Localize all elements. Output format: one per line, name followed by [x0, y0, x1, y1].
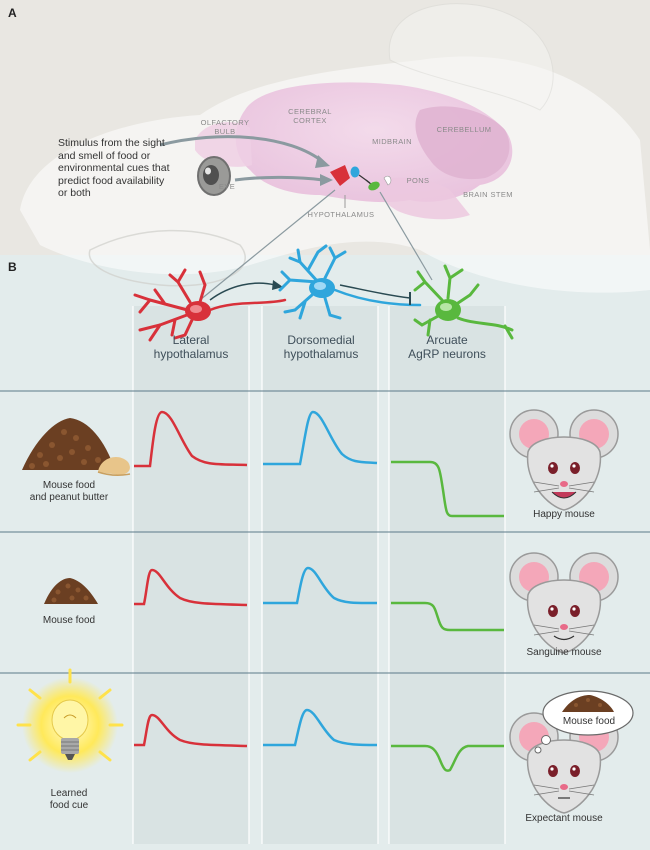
eye-graphic [197, 156, 231, 196]
row3-outcome-label: Expectant mouse [525, 813, 603, 824]
column-backgrounds [132, 306, 506, 844]
neuron-dorsomedial-hypothalamus [278, 244, 422, 320]
bubble-food-icon [562, 695, 614, 712]
neuron-lateral-hypothalamus [133, 268, 287, 342]
trace-dorsomedial-row1 [263, 410, 378, 466]
excitatory-arrow [209, 282, 276, 301]
inhibitory-arrow [339, 284, 411, 299]
food-pile-small-icon [44, 578, 98, 604]
stimulus-arrow-upper [159, 135, 324, 164]
trace-lateral-row1 [134, 410, 248, 468]
brain [195, 82, 513, 220]
trace-lateral-row2 [134, 568, 248, 607]
trace-arcuate-row1 [391, 460, 504, 518]
row2-stimulus-label: Mouse food [42, 615, 96, 626]
label-brain-stem: BRAIN STEM [463, 190, 513, 199]
stimulus-description: Stimulus from the sight and smell of foo… [58, 137, 170, 199]
connector-arcuate [379, 191, 433, 281]
label-cerebellum: CEREBELLUM [436, 125, 492, 134]
connector-lateral [199, 189, 336, 301]
thought-bubble-label: Mouse food [562, 716, 616, 727]
panel-label-b: B [8, 260, 17, 274]
panel-label-a: A [8, 6, 17, 20]
mouse-face-happy-icon [509, 409, 619, 511]
trace-dorsomedial-row3 [263, 708, 378, 747]
row2-outcome-label: Sanguine mouse [526, 647, 602, 658]
label-eye: EYE [218, 182, 236, 191]
trace-dorsomedial-row2 [263, 566, 378, 605]
light-bulb-icon [16, 668, 124, 773]
mouse-face-sanguine-icon [509, 552, 619, 654]
thought-bubble [534, 690, 634, 754]
label-midbrain: MIDBRAIN [372, 137, 412, 146]
row1-outcome-label: Happy mouse [533, 509, 595, 520]
hypothalamus-nuclei [330, 165, 392, 191]
trace-arcuate-row3 [391, 744, 504, 772]
peanut-butter-icon [97, 457, 131, 477]
label-hypothalamus: HYPOTHALAMUS [307, 210, 375, 219]
trace-lateral-row3 [134, 713, 248, 748]
stimulus-arrow-lower [234, 175, 324, 182]
trace-arcuate-row2 [391, 601, 504, 632]
mouse-ear-silhouette [388, 3, 554, 111]
neuron-arcuate-agrp [413, 264, 514, 340]
label-pons: PONS [406, 176, 430, 185]
